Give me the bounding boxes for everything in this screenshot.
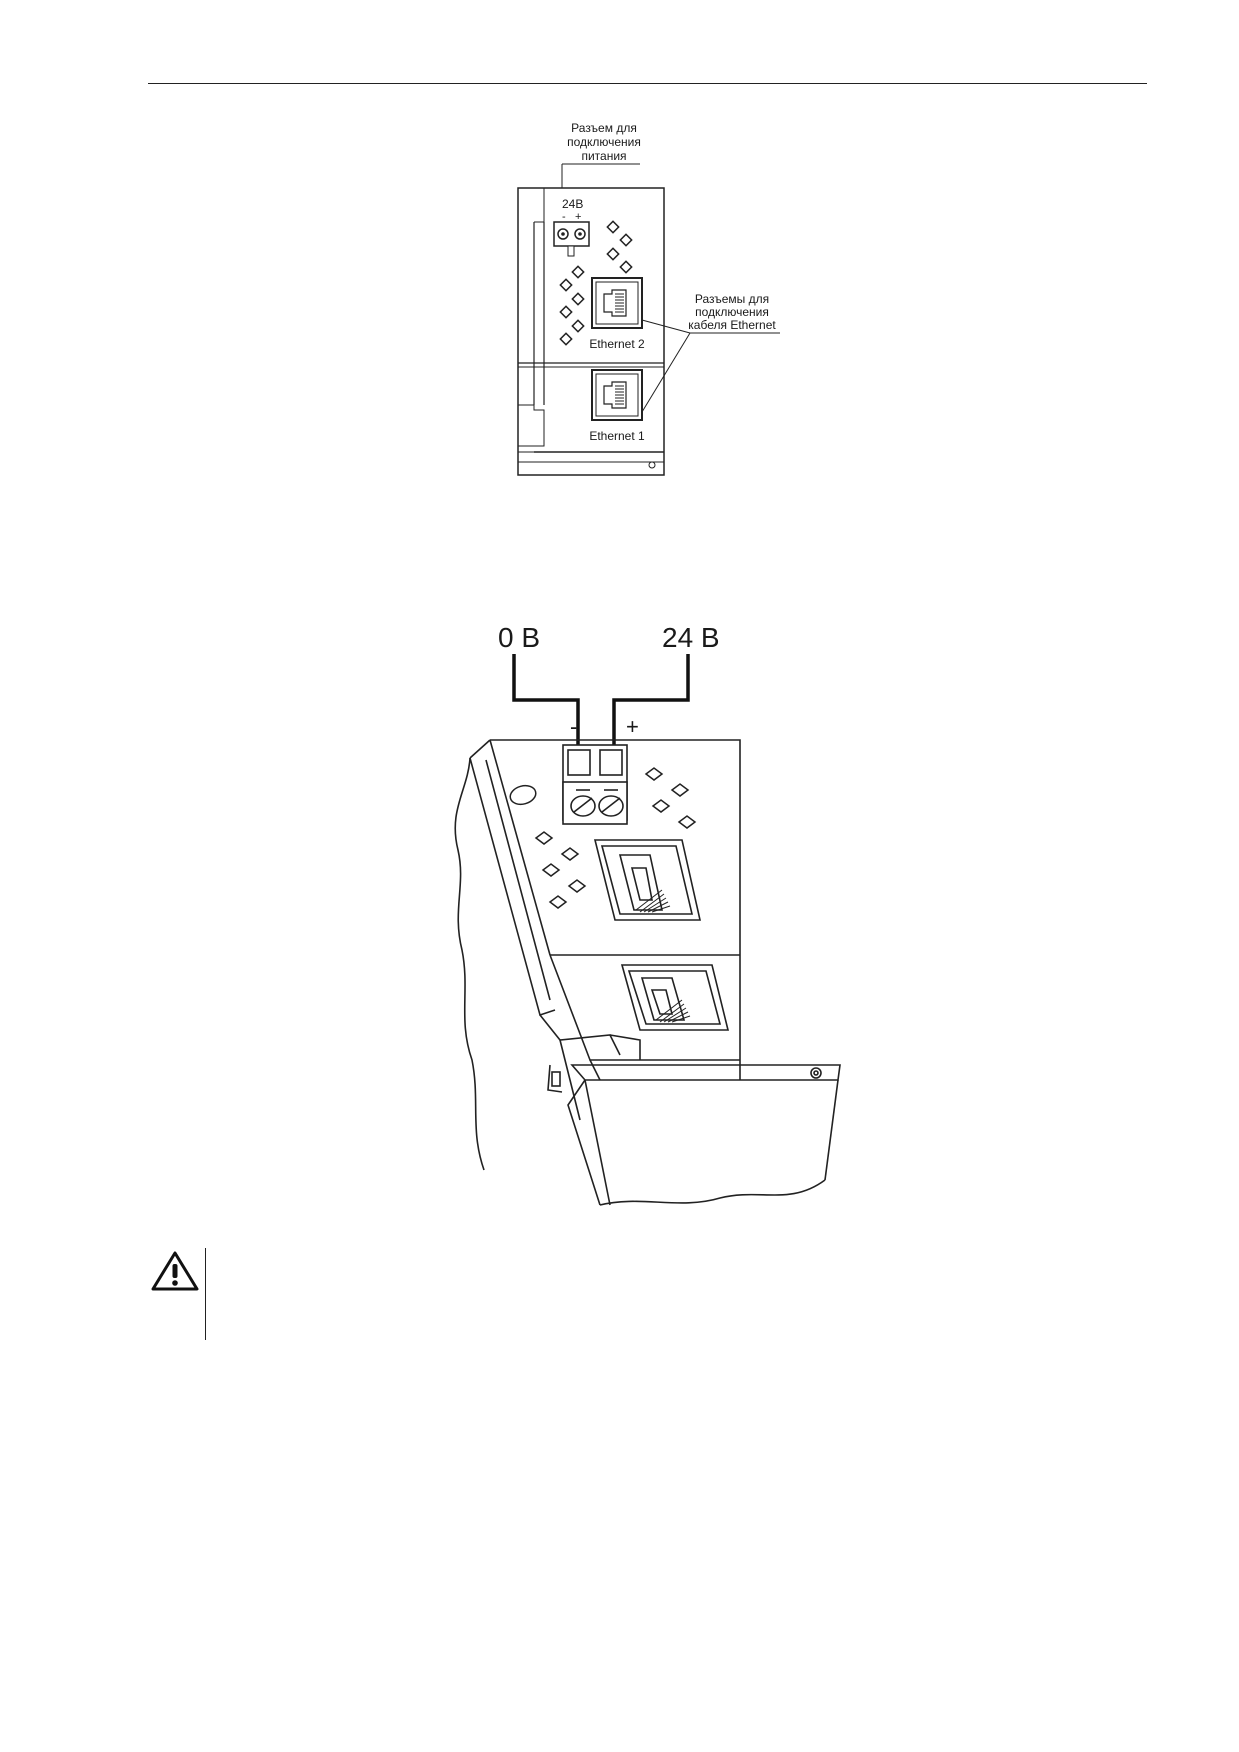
ethernet-caption-line2: подключения: [695, 305, 769, 319]
ethernet-port-upper-iso: [593, 839, 701, 921]
power-terminal-block-iso: [562, 744, 628, 825]
power-connector-caption-line1: Разъем для: [571, 121, 637, 135]
plus-sign: +: [575, 211, 581, 223]
power-connector-caption-line2: подключения: [567, 135, 641, 149]
power-terminal-block: [553, 221, 590, 247]
twenty-four-volt-label: 24 В: [662, 622, 720, 653]
led-indicators-iso: [534, 767, 697, 909]
voltage-label: 24В: [562, 197, 583, 211]
header-rule: [148, 83, 1147, 84]
warning-triangle-icon: [151, 1251, 199, 1291]
power-connector-caption-line3: питания: [581, 149, 626, 163]
warning-divider: [205, 1248, 206, 1340]
ethernet-2-label: Ethernet 2: [589, 337, 645, 351]
ethernet-2-port: [591, 277, 643, 329]
zero-volt-label: 0 В: [498, 622, 540, 653]
minus-sign: -: [562, 211, 566, 223]
device-body: [454, 739, 841, 1206]
led-indicators: [559, 220, 633, 346]
power-wiring-diagram: 0 В 24 В - +: [454, 622, 841, 1206]
warning-icon: [150, 1250, 200, 1297]
device-front-view-diagram: Разъем для подключения питания 24В - +: [517, 121, 780, 476]
ethernet-1-port: [591, 369, 643, 421]
wire-24v: [612, 654, 690, 782]
minus-sign-fig2: -: [570, 714, 577, 739]
ethernet-port-lower-iso: [620, 964, 730, 1031]
ethernet-caption-line1: Разъемы для: [695, 292, 769, 306]
wire-0v: [512, 654, 580, 782]
ethernet-caption-line3: кабеля Ethernet: [688, 318, 776, 332]
plus-sign-fig2: +: [626, 714, 639, 739]
ethernet-1-label: Ethernet 1: [589, 429, 645, 443]
